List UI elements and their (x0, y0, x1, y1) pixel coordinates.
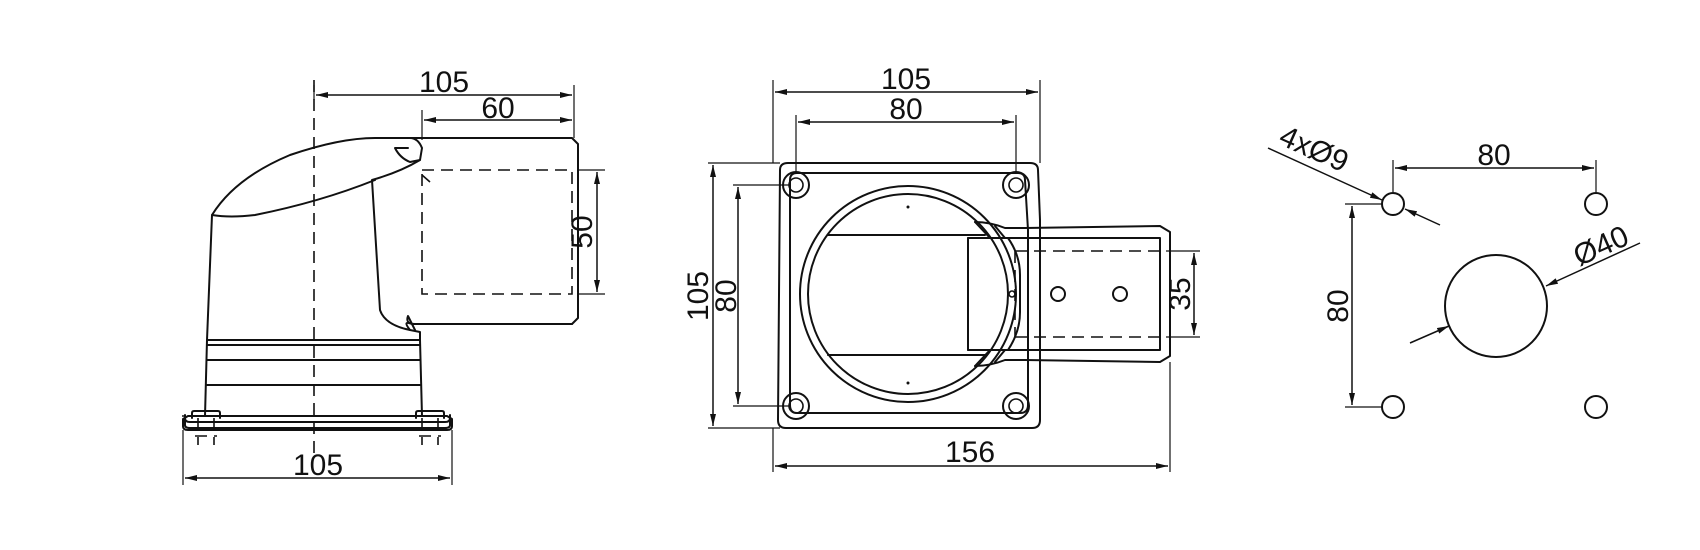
mount-hole-leader-out (1404, 208, 1441, 226)
side-hidden-bolt-right (419, 418, 441, 445)
mount-bore-leader-b (1409, 325, 1450, 344)
mount-center-bore (1444, 254, 1548, 358)
mount-bore-leader-a (1545, 242, 1641, 287)
side-arm-tick (421, 174, 431, 183)
top-corner-hole-br (1002, 392, 1030, 420)
mount-hole-br (1584, 395, 1608, 419)
mount-hole-callout: 4xØ9 (1274, 120, 1353, 179)
top-arm-hole-2 (1112, 286, 1128, 302)
top-dim-105-left-label: 105 (682, 271, 715, 321)
side-view: 105 60 50 105 (182, 66, 605, 485)
top-body-inner (789, 172, 1029, 414)
side-dim-50-label: 50 (566, 215, 599, 248)
top-hidden-arm-bore (1014, 250, 1166, 338)
mount-bore-label: Ø40 (1569, 220, 1634, 273)
mount-hole-tr (1584, 192, 1608, 216)
top-arm (974, 221, 1171, 367)
side-upper-housing (206, 137, 423, 341)
top-bore-outer (799, 185, 1017, 403)
top-dim-35-label: 35 (1164, 277, 1197, 310)
mount-pattern: 4xØ9 80 80 Ø40 (1267, 120, 1641, 419)
side-arm (406, 137, 579, 331)
top-arm-inner (967, 237, 1161, 351)
side-base-plate (182, 415, 451, 426)
side-hidden-arm-bore (421, 169, 573, 295)
mount-dim-80-top-label: 80 (1477, 139, 1510, 172)
top-bore-dot-top (906, 205, 910, 209)
top-view: 105 80 105 80 35 156 (682, 63, 1200, 472)
top-arm-wedge-top (974, 221, 1006, 239)
top-dim-105-top-label: 105 (881, 63, 931, 96)
top-dim-80-top-label: 80 (889, 93, 922, 126)
side-housing-lip (394, 147, 421, 163)
top-arm-wedge-bottom (974, 349, 1006, 367)
top-dim-156-label: 156 (945, 436, 995, 469)
side-arm-bottom (405, 321, 573, 331)
top-dim-80-left-label: 80 (710, 279, 743, 312)
top-arm-neck (967, 237, 1021, 351)
side-dim-60-label: 60 (481, 92, 514, 125)
top-bore-inner (807, 193, 1009, 395)
top-arm-center-pin (1008, 290, 1016, 298)
side-base-outline (182, 415, 453, 431)
side-foot-right (415, 410, 445, 419)
side-dim-105-top-label: 105 (419, 66, 469, 99)
mount-hole-leader-in (1267, 147, 1383, 201)
top-bore-dot-bottom (906, 381, 910, 385)
side-dim-105-bottom-label: 105 (293, 449, 343, 482)
top-body-outline (777, 162, 1041, 429)
mount-hole-bl (1381, 395, 1405, 419)
mount-dim-80-left-label: 80 (1322, 289, 1355, 322)
top-arm-hole-1 (1050, 286, 1066, 302)
side-hidden-bolt-left (195, 418, 217, 445)
mount-hole-tl (1381, 192, 1405, 216)
side-housing-curve (211, 179, 376, 218)
side-lower-body (204, 339, 423, 417)
